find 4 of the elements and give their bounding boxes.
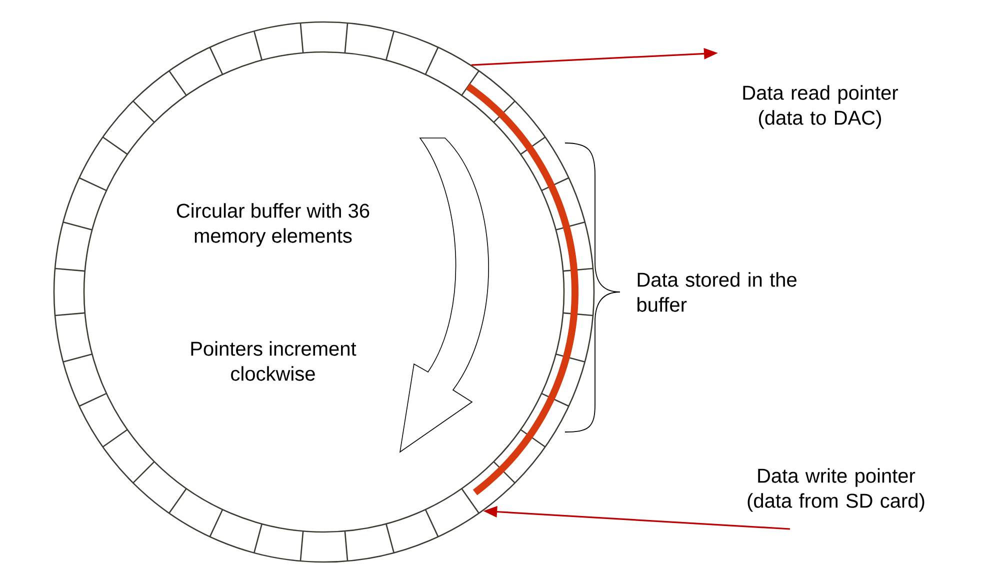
pointer-label: Data write pointer (data from SD card)	[748, 468, 924, 512]
bracket-label: Data stored in the buffer	[638, 272, 796, 312]
circular-buffer: Circular buffer with 36 memory elements Pointers increment clockwise	[53, 21, 595, 563]
pointer-label: Data read pointer (data to DAC)	[743, 85, 898, 129]
